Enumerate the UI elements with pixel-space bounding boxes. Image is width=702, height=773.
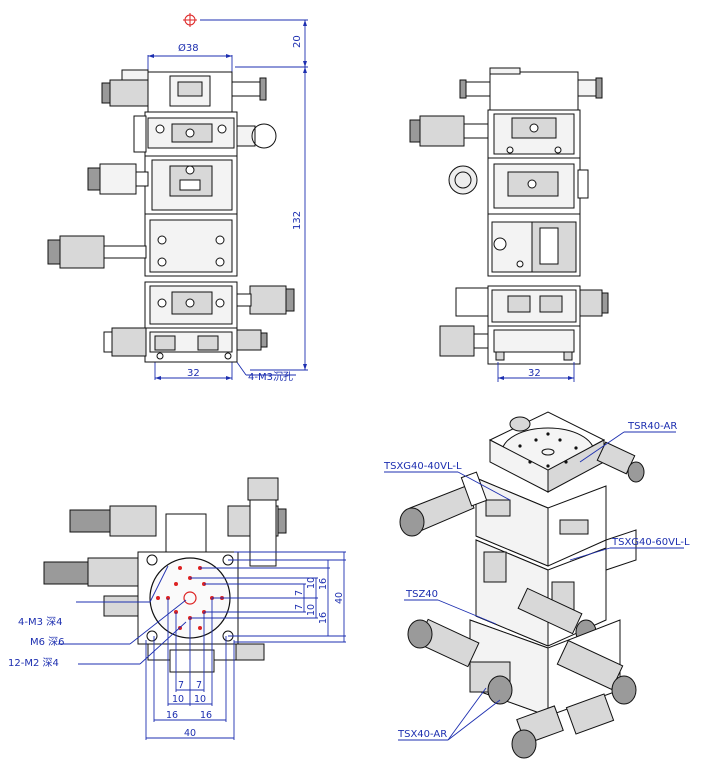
label-tsx40-ar: TSX40-AR — [397, 729, 447, 740]
front-stage-stack — [47, 69, 295, 363]
callout-m3-holes: 4-M3 深4 — [18, 616, 63, 628]
dim-y-10b: 10 — [306, 604, 317, 616]
top-stage-body — [43, 477, 287, 673]
dim-x-40: 40 — [184, 728, 196, 739]
iso-stage-body — [399, 411, 645, 759]
dim-y-16b: 16 — [318, 612, 329, 624]
diameter-label: Ø38 — [178, 42, 199, 54]
dim-x-7a: 7 — [178, 680, 184, 691]
label-tsxg40-40vl-l: TSXG40-40VL-L — [383, 461, 462, 472]
dim-x-10a: 10 — [172, 694, 184, 705]
dim-y-7a: 7 — [294, 590, 305, 596]
side-view: 32 — [409, 67, 609, 382]
callout-m2-holes: 12-M2 深4 — [8, 657, 59, 669]
top-callout-leaders — [58, 565, 187, 665]
top-offset-label: 20 — [292, 35, 303, 48]
callout-m6-hole: M6 深6 — [30, 636, 65, 648]
dim-y-16a: 16 — [318, 578, 329, 590]
dim-y-40: 40 — [334, 592, 345, 604]
label-tsxg40-60vl-l: TSXG40-60VL-L — [611, 537, 690, 548]
label-tsr40-ar: TSR40-AR — [627, 421, 677, 432]
side-stage-stack — [409, 67, 609, 365]
label-tsz40: TSZ40 — [405, 589, 438, 600]
height-label: 132 — [292, 211, 303, 230]
dim-x-10b: 10 — [194, 694, 206, 705]
front-dimension-lines — [147, 19, 308, 380]
mounting-holes-note: 4-M3沉孔 — [248, 370, 293, 383]
iso-leader-lines — [384, 431, 684, 741]
top-dimension-lines — [145, 551, 346, 740]
dim-y-10a: 10 — [306, 577, 317, 589]
front-base-width-label: 32 — [187, 368, 200, 379]
dim-x-16b: 16 — [200, 710, 212, 721]
side-dimension-lines — [497, 362, 575, 382]
dim-x-7b: 7 — [196, 680, 202, 691]
dim-x-16a: 16 — [166, 710, 178, 721]
dim-y-7b: 7 — [294, 604, 305, 610]
top-view: 7 7 10 10 16 16 40 10 7 7 10 16 16 40 4-… — [8, 477, 346, 740]
front-view: Ø38 20 132 32 4-M3沉孔 — [47, 13, 308, 383]
center-marker — [183, 13, 197, 27]
side-base-width-label: 32 — [528, 368, 541, 379]
iso-view: TSR40-AR TSXG40-40VL-L TSXG40-60VL-L TSZ… — [383, 411, 690, 759]
